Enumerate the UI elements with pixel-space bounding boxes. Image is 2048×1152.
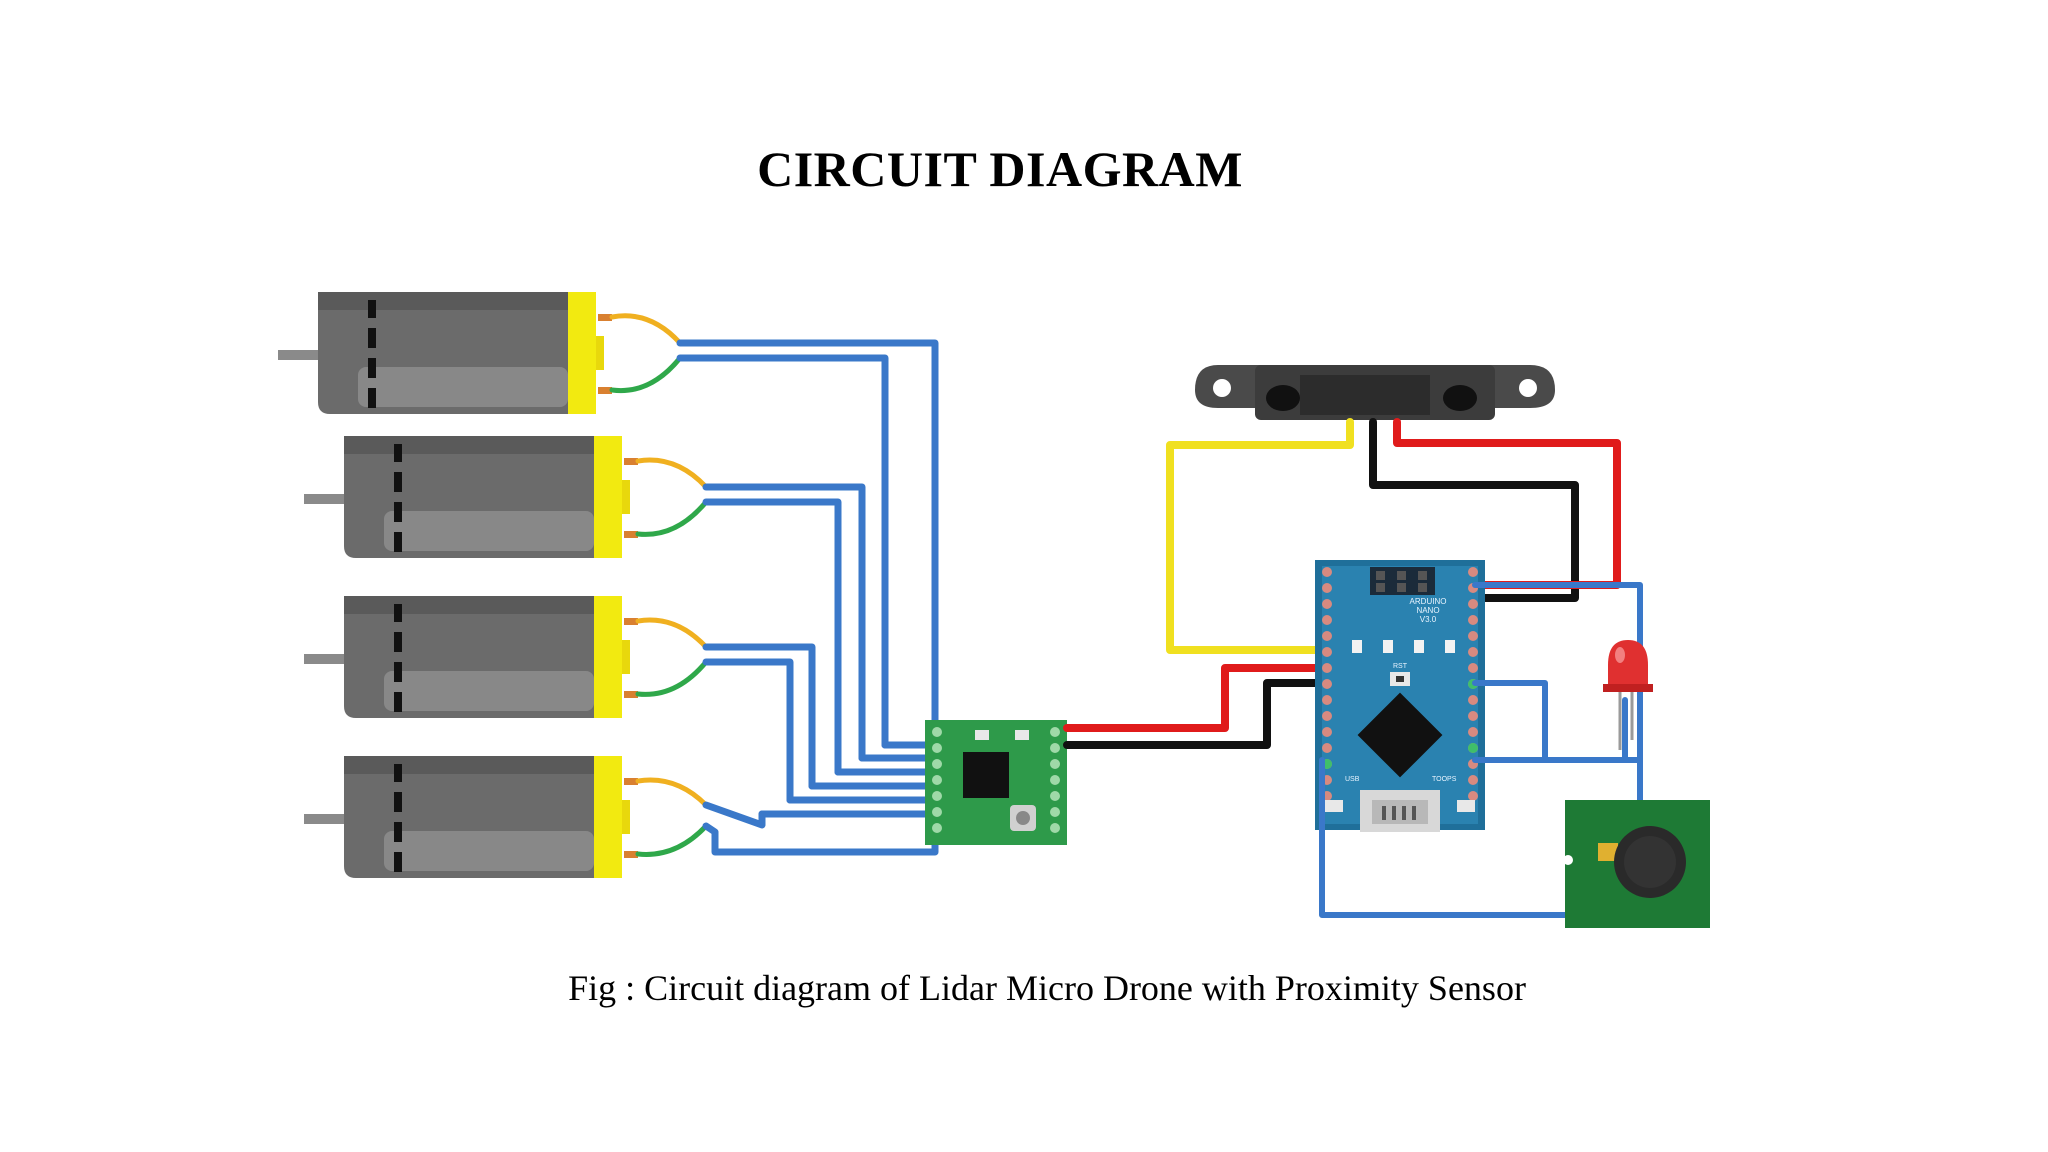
motor-3 [304,596,638,718]
motor-driver-board [925,720,1067,845]
toops-label: TOOPS [1432,776,1457,783]
usb-label: USB [1345,776,1360,783]
power-wire [1063,664,1324,732]
arduino-nano: ARDUINO NANO V3.0 RST USB TOOPS [1315,560,1485,832]
figure-caption: Fig : Circuit diagram of Lidar Micro Dro… [568,968,1526,1008]
motor-leads [609,313,709,857]
arduino-label-1: ARDUINO [1410,597,1447,606]
arduino-label-3: V3.0 [1420,615,1437,624]
sensor-ground-wire [1369,418,1579,602]
proximity-sensor [1195,365,1555,420]
motor-4 [304,756,638,878]
ground-wire [1063,679,1324,749]
led [1603,640,1653,750]
buzzer-module [1563,800,1710,928]
motor-1 [278,292,612,414]
sensor-signal-wire [1166,418,1354,654]
motor-signal-wires [676,339,939,856]
page-title: CIRCUIT DIAGRAM [757,141,1243,197]
output-wires [1319,582,1653,918]
reset-label: RST [1393,663,1408,670]
motor-2 [304,436,638,558]
arduino-label-2: NANO [1416,606,1439,615]
